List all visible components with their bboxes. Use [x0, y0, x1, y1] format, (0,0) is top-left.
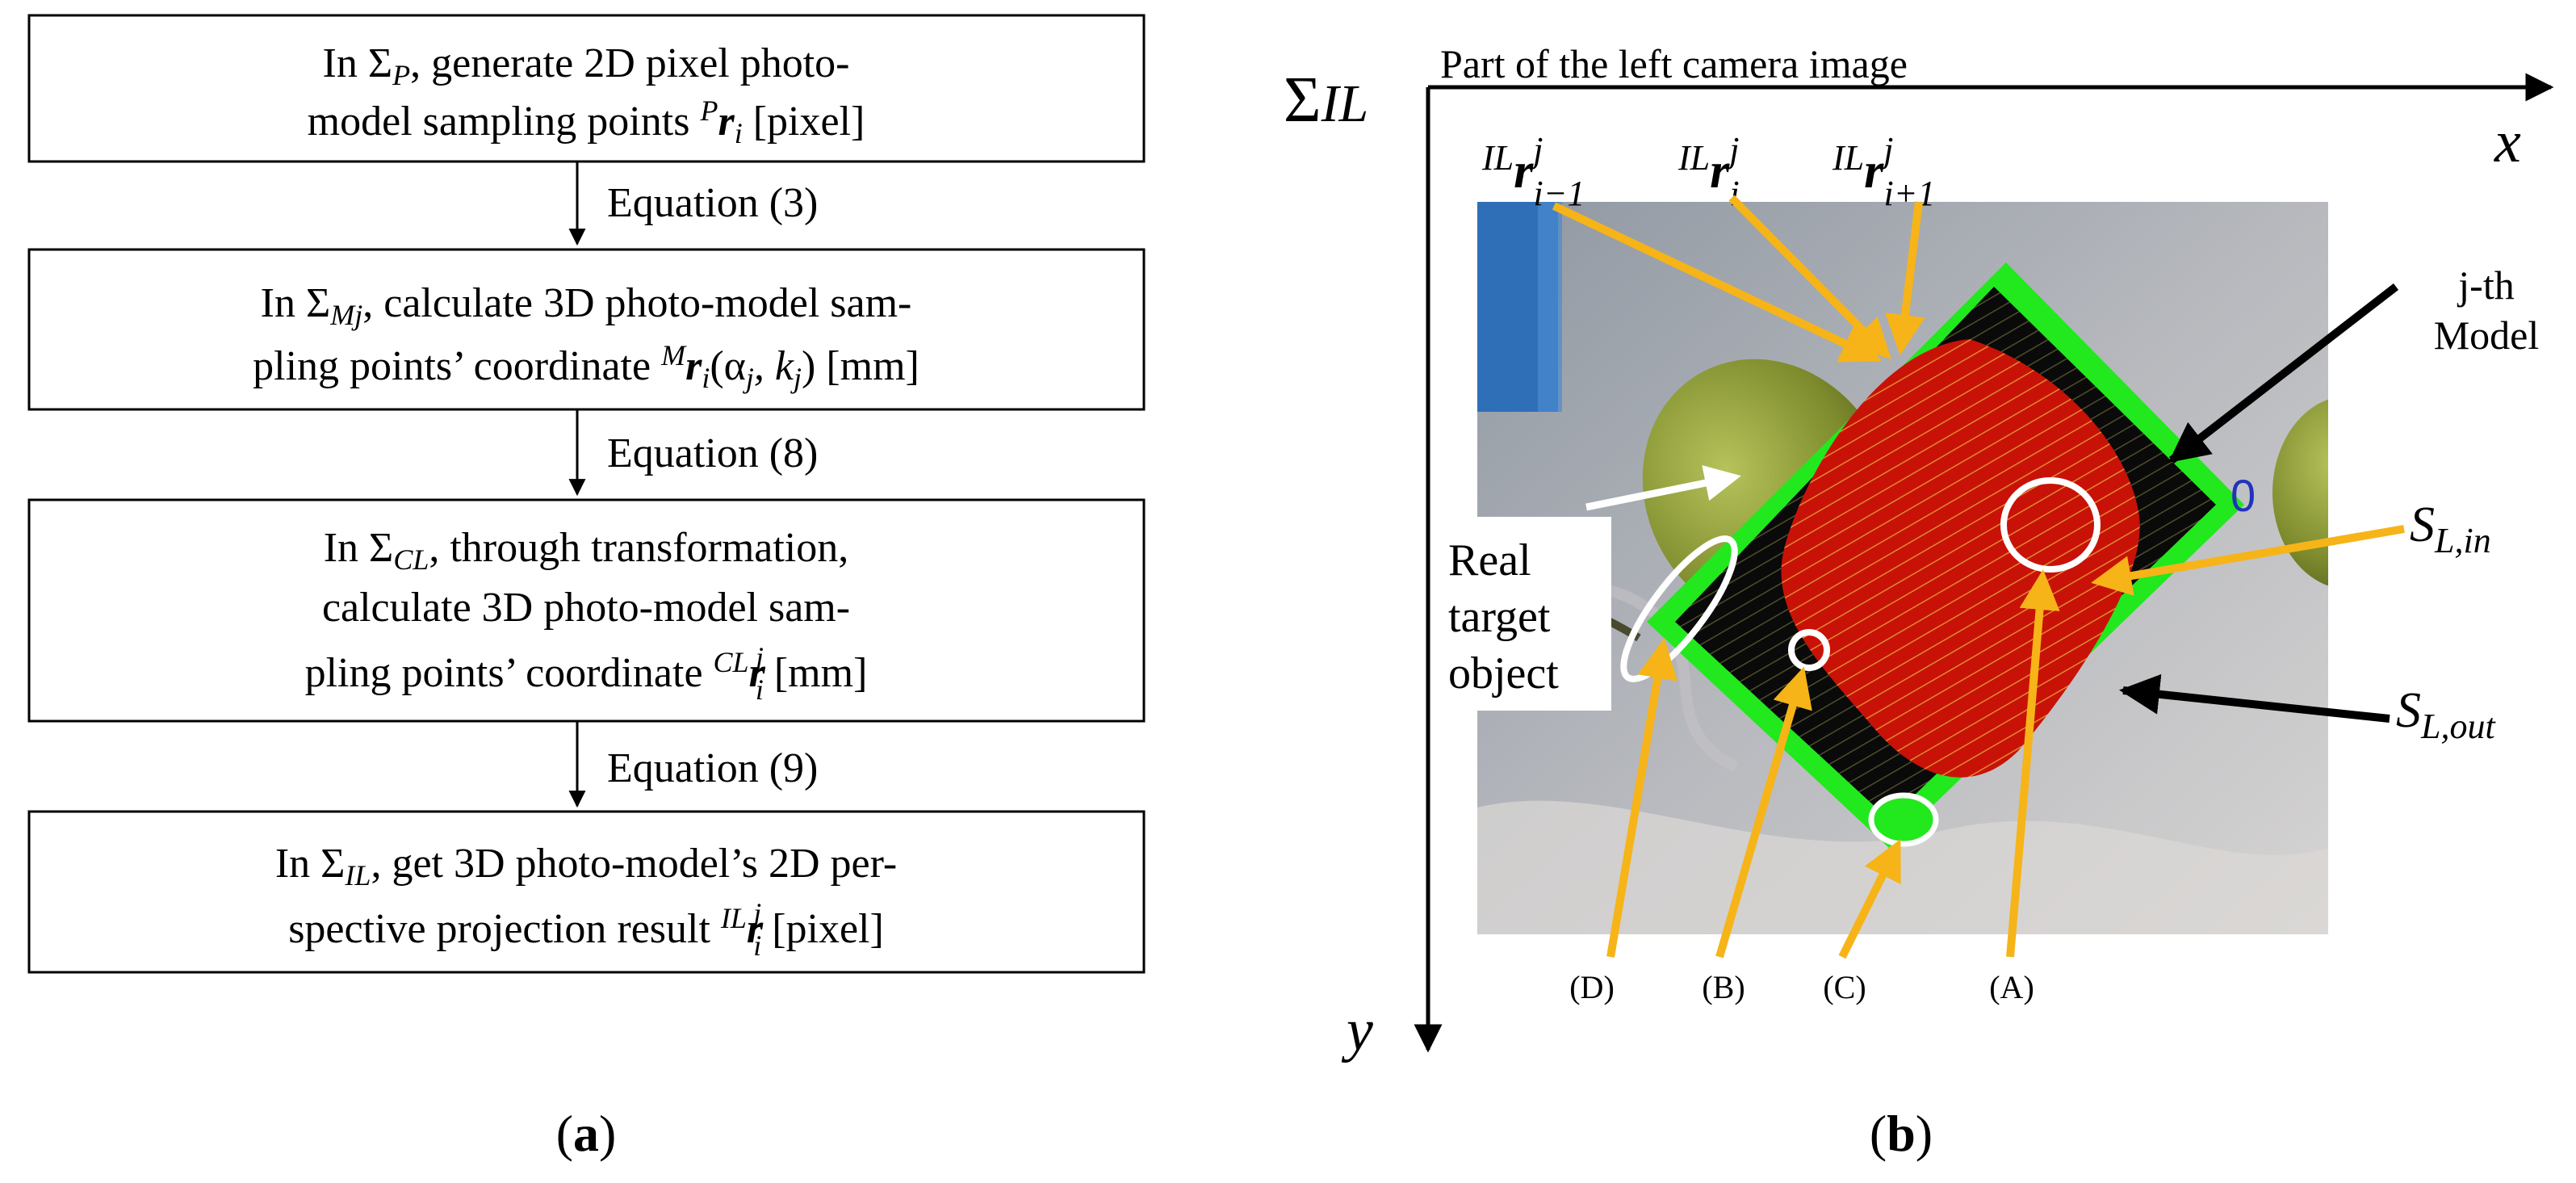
marker-ellipse-d	[1620, 535, 1738, 682]
box2-line2: pling points’ coordinate Mri(αj, kj) [mm…	[253, 339, 919, 394]
s-out-label: SL,out	[2396, 683, 2496, 746]
model-red-region	[1781, 339, 2140, 778]
image-axes: ΣIL Part of the left camera image x y	[1284, 41, 2554, 1063]
marker-circle-c	[1868, 792, 1939, 847]
s-in-arrow	[2091, 525, 2405, 596]
flow-arrow-1: Equation (3)	[568, 162, 818, 246]
box2-line1: In ΣMj, calculate 3D photo-model sam-	[261, 280, 912, 331]
flow-box-sigma-p: In ΣP, generate 2D pixel photo- model sa…	[27, 14, 1146, 163]
arrow-label-equation-3: Equation (3)	[607, 180, 818, 226]
box3-line2: calculate 3D photo-model sam-	[322, 585, 850, 631]
arrow-label-equation-8: Equation (8)	[607, 430, 818, 476]
flow-arrow-3: Equation (9)	[568, 721, 818, 808]
marker-label-b: (B)	[1702, 969, 1745, 1005]
origin-label: ΣIL	[1284, 65, 1368, 136]
box3-line1: In ΣCL, through transformation,	[324, 525, 849, 576]
marker-label-a: (A)	[1989, 969, 2034, 1005]
box1-line2: model sampling points Pri [pixel]	[308, 94, 865, 149]
zero-label: 0	[2230, 470, 2256, 521]
marker-label-d: (D)	[1569, 969, 1615, 1005]
background-fruit	[2272, 399, 2328, 586]
box4-line1: In ΣIL, get 3D photo-model’s 2D per-	[275, 841, 897, 891]
real-target-line3: object	[1448, 648, 1559, 698]
model-label-line1: j-th	[2457, 262, 2514, 308]
caption-b: (b)	[1870, 1105, 1933, 1162]
panel-b-camera-image: ΣIL Part of the left camera image x y IL…	[1284, 41, 2554, 1162]
flow-box-sigma-il: In ΣIL, get 3D photo-model’s 2D per- spe…	[27, 810, 1146, 974]
s-out-arrow	[2119, 673, 2390, 723]
orange-arrows-r-labels	[1552, 195, 1925, 363]
flow-arrow-2: Equation (8)	[568, 409, 818, 497]
panel-a-flowchart: In ΣP, generate 2D pixel photo- model sa…	[27, 14, 1146, 1162]
s-in-label: SL,in	[2410, 497, 2491, 560]
image-title: Part of the left camera image	[1440, 41, 1908, 86]
real-target-label-bg	[1434, 517, 1611, 711]
flow-box-sigma-mj: In ΣMj, calculate 3D photo-model sam- pl…	[27, 248, 1146, 411]
x-axis-label: x	[2494, 109, 2521, 175]
caption-a: (a)	[556, 1105, 617, 1162]
box1-line1: In ΣP, generate 2D pixel photo-	[323, 40, 850, 91]
marker-label-c: (C)	[1823, 969, 1866, 1005]
model-arrow	[2168, 283, 2399, 464]
flow-box-sigma-cl: In ΣCL, through transformation, calculat…	[27, 498, 1146, 723]
model-label-line2: Model	[2434, 313, 2540, 358]
real-target-line1: Real	[1448, 535, 1531, 585]
arrow-label-equation-9: Equation (9)	[607, 745, 818, 791]
y-axis-label: y	[1341, 997, 1373, 1063]
real-target-line2: target	[1448, 592, 1551, 642]
orange-arrows-markers	[1606, 569, 2060, 959]
marker-circle-a	[2000, 477, 2101, 573]
real-target-arrow	[1585, 465, 1741, 511]
